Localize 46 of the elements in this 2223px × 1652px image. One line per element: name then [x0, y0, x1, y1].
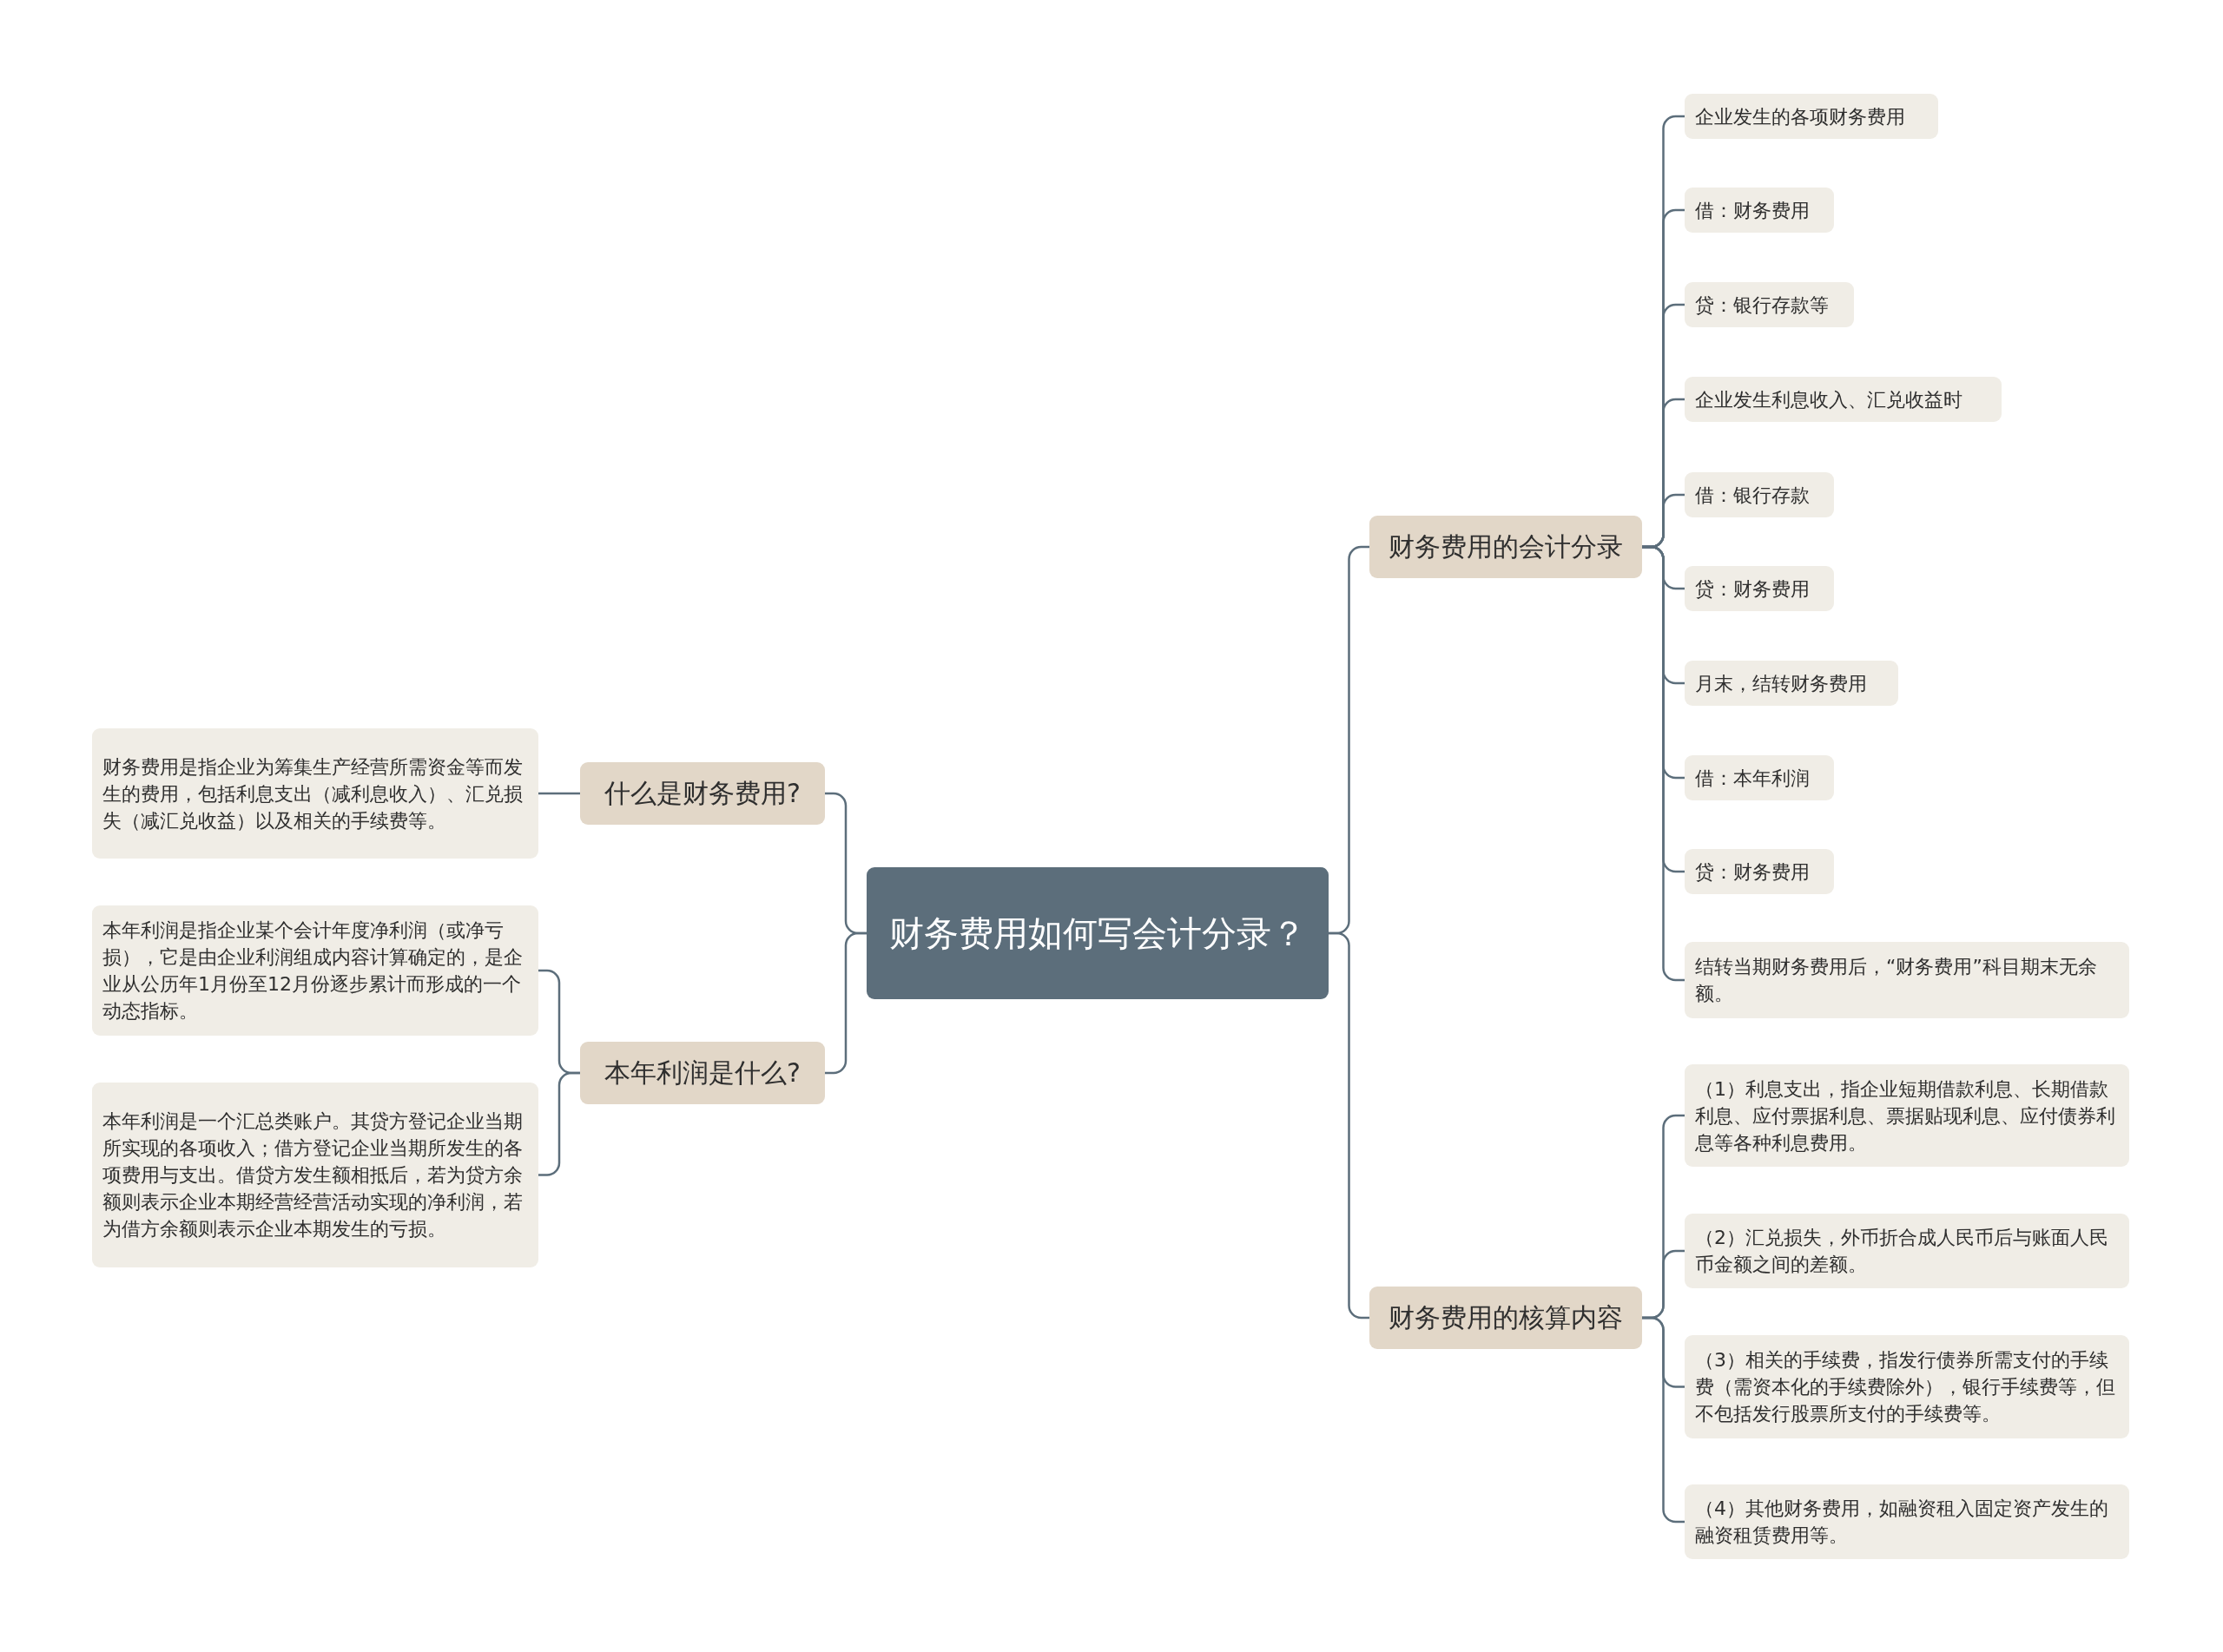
topic-text: 贷：财务费用 [1695, 576, 1810, 602]
leaf-topic [1685, 94, 1938, 139]
topic-text: 本年利润是什么? [604, 1056, 801, 1089]
branch-topic [580, 1042, 825, 1104]
topic-text: 企业发生利息收入、汇兑收益时 [1695, 387, 1962, 412]
topic-text: 本年利润是指企业某个会计年度净利润（或净亏损），它是由企业利润组成内容计算确定的，是企业从公历年1月份至12月份逐步累计而形成的一个动态指标。 [102, 918, 524, 1023]
topic-text: （1）利息支出，指企业短期借款利息、长期借款利息、应付票据利息、票据贴现利息、应付债券利息等各种利息费用。 [1695, 1076, 2116, 1155]
leaf-topic [1685, 282, 1854, 327]
leaf-topic [1685, 849, 1834, 894]
topic-text: 财务费用如何写会计分录？ [889, 912, 1306, 955]
leaf-topic [92, 905, 538, 1036]
central-topic [867, 867, 1329, 999]
topic-text: 什么是财务费用? [604, 776, 801, 810]
connector-line [1329, 931, 1369, 1320]
leaf-topic [1685, 1214, 2129, 1288]
branch-topic [1369, 1287, 1642, 1349]
leaf-topic [1685, 1484, 2129, 1559]
leaf-topic [1685, 188, 1834, 233]
leaf-topic [92, 728, 538, 859]
topic-text: 贷：财务费用 [1695, 859, 1810, 885]
leaf-topic [1685, 755, 1834, 800]
topic-text: 借：本年利润 [1695, 766, 1810, 791]
branch-topic [580, 762, 825, 825]
topic-text: 贷：银行存款等 [1695, 293, 1829, 318]
topic-text: 结转当期财务费用后，“财务费用”科目期末无余额。 [1695, 955, 2098, 1006]
connector-line [538, 792, 580, 795]
leaf-topic [1685, 566, 1834, 611]
leaf-topic [1685, 1335, 2129, 1438]
leaf-topic [1685, 377, 2002, 422]
topic-text: 财务费用的核算内容 [1389, 1300, 1623, 1334]
topic-text: （4）其他财务费用，如融资租入固定资产发生的融资租赁费用等。 [1695, 1497, 2109, 1548]
topic-text: 借：银行存款 [1695, 483, 1810, 508]
leaf-topic [1685, 472, 1834, 517]
topic-text: 月末，结转财务费用 [1695, 671, 1867, 696]
leaf-topic [1685, 1064, 2129, 1167]
topic-text: 借：财务费用 [1695, 198, 1810, 223]
topic-text: （3）相关的手续费，指发行债券所需支付的手续费（需资本化的手续费除外），银行手续费等，但不包括发行股票所支付的手续费等。 [1695, 1348, 2116, 1426]
topic-text: （2）汇兑损失，外币折合成人民币后与账面人民币金额之间的差额。 [1695, 1226, 2109, 1277]
branch-topic [1369, 516, 1642, 578]
leaf-topic [1685, 942, 2129, 1018]
leaf-topic [1685, 661, 1898, 706]
topic-text: 财务费用的会计分录 [1389, 530, 1623, 563]
topic-text: 企业发生的各项财务费用 [1695, 104, 1905, 129]
topic-text: 财务费用是指企业为筹集生产经营所需资金等而发生的费用，包括利息支出（减利息收入）、汇兑损失（减汇兑收益）以及相关的手续费等。 [102, 754, 524, 833]
topic-text: 本年利润是一个汇总类账户。其贷方登记企业当期所实现的各项收入；借方登记企业当期所发生的各项费用与支出。借贷方发生额相抵后，若为贷方余额则表示企业本期经营经营活动实现的净利润，若为借方余额则表示企业本期发生的亏损。 [102, 1109, 524, 1241]
leaf-topic [92, 1083, 538, 1267]
